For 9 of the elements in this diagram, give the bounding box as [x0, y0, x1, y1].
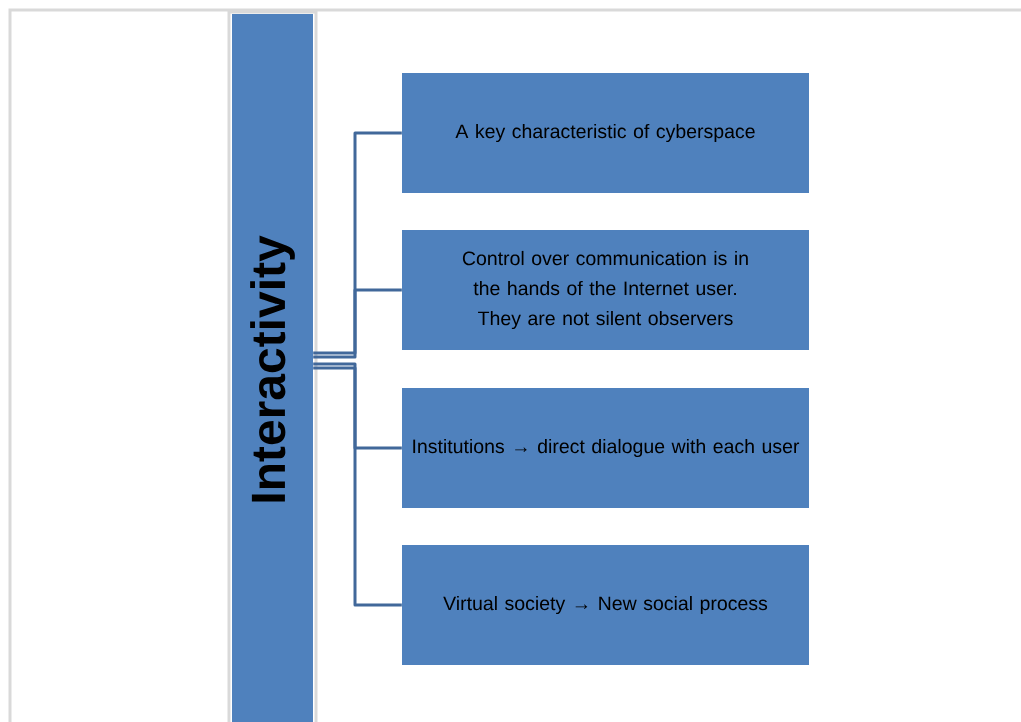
text-box: Control over communication is in the hands of the Internet user. They are not silent observers: [402, 230, 809, 350]
text-box: A key characteristic of cyberspace: [402, 73, 809, 193]
connector: [313, 366, 402, 607]
text-box: Institutions → direct dialogue with each user: [402, 388, 809, 508]
text-box: Virtual society → New social process: [402, 545, 809, 665]
connector: [313, 131, 402, 355]
connector: [313, 288, 402, 359]
title-bar: Interactivity: [232, 14, 313, 722]
connector: [313, 362, 402, 450]
